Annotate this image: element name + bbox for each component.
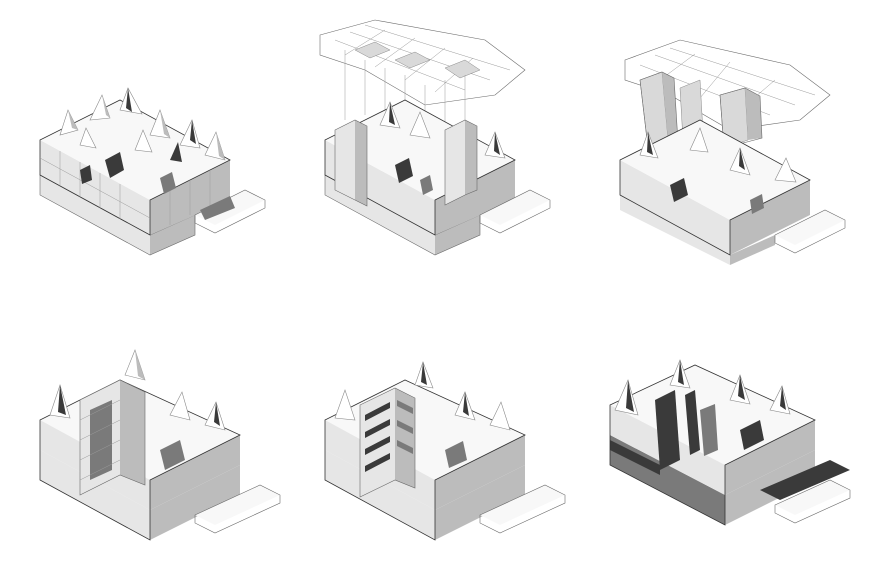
axonometric-view-6 [600,300,870,560]
stair-steps [365,400,413,472]
axonometric-view-5 [305,300,575,560]
axonometric-view-3 [600,10,870,270]
axonometric-drawing-2 [319,19,551,256]
axonometric-view-1 [20,10,290,270]
axonometric-drawing-1 [39,87,266,256]
axonometric-drawing-5 [324,361,566,541]
building-massing [324,361,566,541]
axonometric-drawing-3 [619,39,846,265]
projection-lines [344,50,466,135]
building-massing [39,349,281,541]
axonometric-view-2 [305,10,575,270]
axonometric-view-4 [20,300,290,560]
building-massing [39,87,266,256]
building-massing [619,119,846,265]
axonometric-drawing-6 [609,359,851,526]
floating-roof-grid [319,19,526,106]
building-massing [324,99,551,256]
axonometric-drawing-4 [39,349,281,541]
building-massing [609,359,851,526]
